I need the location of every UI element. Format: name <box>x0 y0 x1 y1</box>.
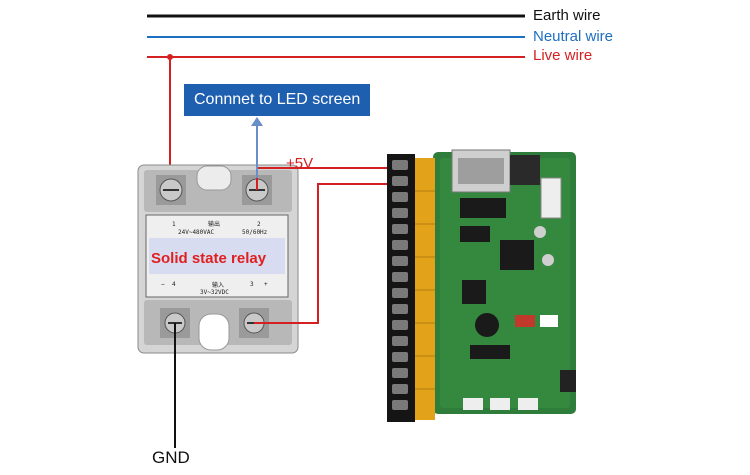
relay-plus-sign: + <box>264 281 268 288</box>
side-connector <box>540 177 562 219</box>
relay-terminal-2-number: 2 <box>257 221 261 228</box>
screw-terminal-block <box>387 154 415 422</box>
gnd-label: GND <box>152 448 190 467</box>
live-wire-label: Live wire <box>533 47 593 64</box>
audio-jack <box>560 370 576 392</box>
relay-terminal-3-number: 3 <box>250 281 254 288</box>
neutral-wire-label: Neutral wire <box>533 28 614 45</box>
relay-output-spec: 24V~480VAC <box>178 229 215 236</box>
led-controller-board <box>433 149 576 414</box>
earth-wire-label: Earth wire <box>533 7 601 24</box>
relay-input-cn-label: 输入 <box>212 282 225 289</box>
relay-output-frequency: 50/60Hz <box>242 229 268 236</box>
led-screen-callout: Connnet to LED screen <box>184 84 371 116</box>
relay-minus-sign: − <box>161 281 165 288</box>
relay-output-cn-label: 输出 <box>208 221 221 228</box>
relay-input-spec: 3V~32VDC <box>200 289 229 296</box>
relay-terminal-4-number: 4 <box>172 281 176 288</box>
plus5v-label: +5V <box>286 155 314 172</box>
arrow-up-icon <box>251 117 263 126</box>
power-connector <box>510 155 540 185</box>
relay-terminal-1-number: 1 <box>172 221 176 228</box>
terminal-relay-strip <box>413 158 435 420</box>
control-wire <box>254 183 412 324</box>
relay-terminal-1-screw <box>156 175 186 205</box>
relay-title: Solid state relay <box>151 250 267 267</box>
